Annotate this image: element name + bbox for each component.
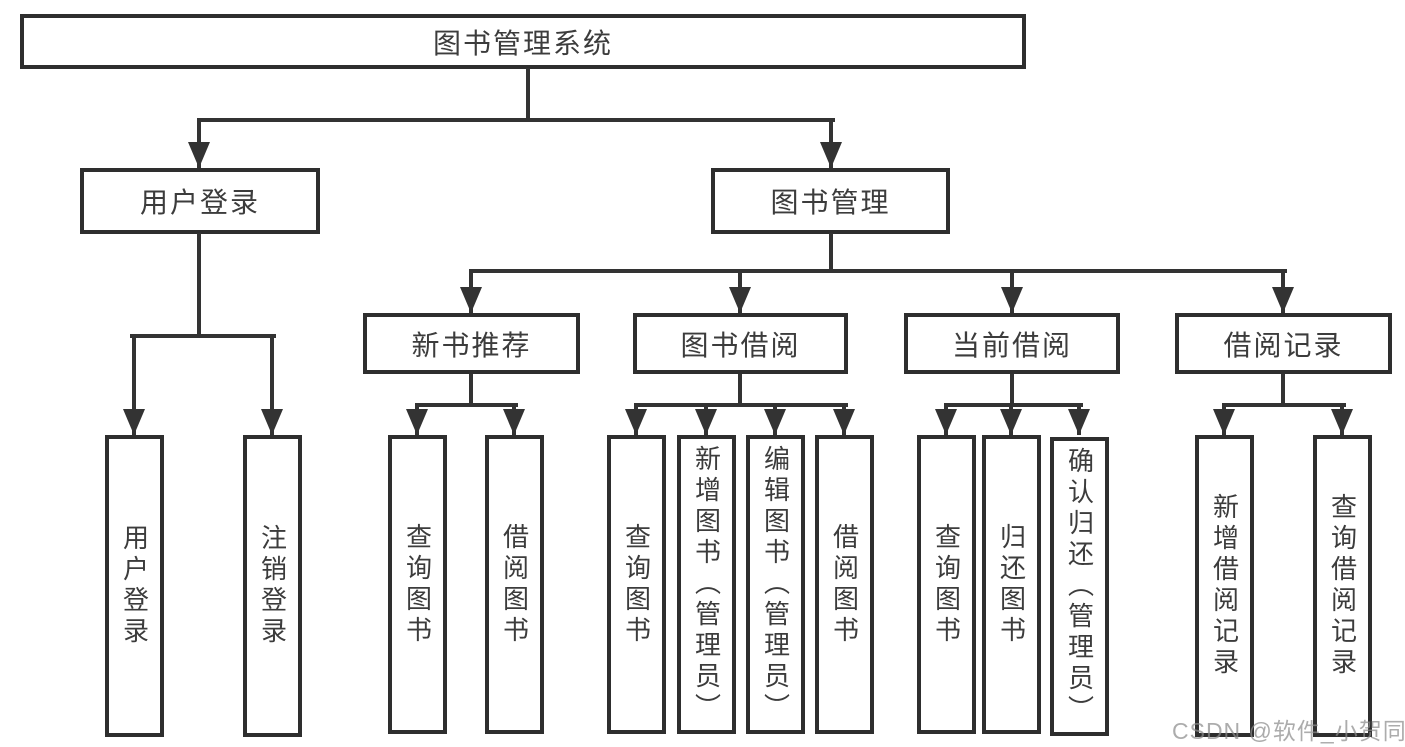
connector-drop-login-leaf [132,334,136,435]
arrow-down-nb-borrow-icon [503,409,525,435]
node-bb-edit-books-admin-label: 编辑图书（管理员） [760,445,791,724]
arrow-down-user-login-icon [188,142,210,168]
node-nb-borrow-books-label: 借阅图书 [499,522,530,647]
node-bb-add-books-admin-label: 新增图书（管理员） [691,445,722,724]
node-book-borrowing: 图书借阅 [633,313,848,374]
node-bb-borrow-books-label: 借阅图书 [829,522,860,647]
node-branch-book-management: 图书管理 [711,168,950,234]
node-bb-edit-books-admin: 编辑图书（管理员） [746,435,805,734]
node-cb-query-books: 查询图书 [917,435,976,734]
arrow-down-cb-confirm-icon [1068,409,1090,435]
connector-book-borrow-hline [634,403,848,407]
node-user-login-leaf-label: 用户登录 [119,524,150,648]
node-cb-confirm-return-admin-label: 确认归还（管理员） [1064,447,1095,726]
node-logout-leaf: 注销登录 [243,435,302,737]
arrow-down-logout-leaf-icon [261,409,283,435]
arrow-down-cb-return-icon [1000,409,1022,435]
node-book-borrowing-label: 图书借阅 [680,329,801,361]
connector-user-login-stem [197,233,201,338]
node-bb-borrow-books: 借阅图书 [815,435,874,734]
arrow-down-cb-query-icon [935,409,957,435]
node-root: 图书管理系统 [20,14,1026,69]
connector-level3-hline [469,269,1287,273]
connector-root-stem [526,68,530,122]
node-cb-return-books-label: 归还图书 [996,522,1027,647]
node-rb-query-record-label: 查询借阅记录 [1327,493,1358,679]
node-bb-add-books-admin: 新增图书（管理员） [677,435,736,734]
node-borrowing-records-label: 借阅记录 [1223,329,1344,361]
arrow-down-borrow-records-icon [1272,287,1294,313]
connector-current-borrow-stem [1010,374,1014,407]
node-cb-query-books-label: 查询图书 [931,522,962,647]
arrow-down-bb-query-icon [625,409,647,435]
arrow-down-rb-add-icon [1213,409,1235,435]
csdn-watermark: CSDN @软件_小贺同学 [1172,718,1405,744]
connector-user-login-hline [130,334,276,338]
node-new-book-recommend: 新书推荐 [363,313,580,374]
arrow-down-current-borrow-icon [1001,287,1023,313]
arrow-down-new-book-icon [460,287,482,313]
node-current-borrowing: 当前借阅 [904,313,1120,374]
arrow-down-book-borrow-icon [729,287,751,313]
node-user-login-leaf: 用户登录 [105,435,164,737]
node-rb-add-record-label: 新增借阅记录 [1209,493,1240,679]
connector-book-management-stem [829,233,833,273]
connector-book-borrow-stem [738,374,742,407]
node-bb-query-books: 查询图书 [607,435,666,734]
node-branch-book-management-label: 图书管理 [770,187,891,218]
node-nb-borrow-books: 借阅图书 [485,435,544,734]
node-cb-confirm-return-admin: 确认归还（管理员） [1050,437,1109,736]
connector-new-book-stem [469,374,473,407]
connector-level2-hline [197,118,835,122]
connector-new-book-hline [415,403,518,407]
node-bb-query-books-label: 查询图书 [621,522,652,647]
node-borrowing-records: 借阅记录 [1175,313,1392,374]
connector-current-borrow-hline [944,403,1083,407]
connector-drop-logout-leaf [270,334,274,435]
arrow-down-nb-query-icon [406,409,428,435]
node-current-borrowing-label: 当前借阅 [951,329,1072,361]
arrow-down-rb-query-icon [1331,409,1353,435]
node-new-book-recommend-label: 新书推荐 [411,329,532,361]
connector-borrow-records-hline [1222,403,1346,407]
node-root-label: 图书管理系统 [432,27,613,59]
node-logout-leaf-label: 注销登录 [257,524,288,648]
arrow-down-bb-edit-icon [764,409,786,435]
node-branch-user-login-label: 用户登录 [139,187,260,218]
node-nb-query-books: 查询图书 [388,435,447,734]
arrow-down-login-leaf-icon [123,409,145,435]
arrow-down-bb-borrow-icon [833,409,855,435]
node-rb-add-record: 新增借阅记录 [1195,435,1254,737]
arrow-down-bb-add-icon [695,409,717,435]
connector-borrow-records-stem [1281,374,1285,407]
node-rb-query-record: 查询借阅记录 [1313,435,1372,737]
arrow-down-book-management-icon [820,142,842,168]
node-nb-query-books-label: 查询图书 [402,522,433,647]
node-branch-user-login: 用户登录 [80,168,320,234]
node-cb-return-books: 归还图书 [982,435,1041,734]
